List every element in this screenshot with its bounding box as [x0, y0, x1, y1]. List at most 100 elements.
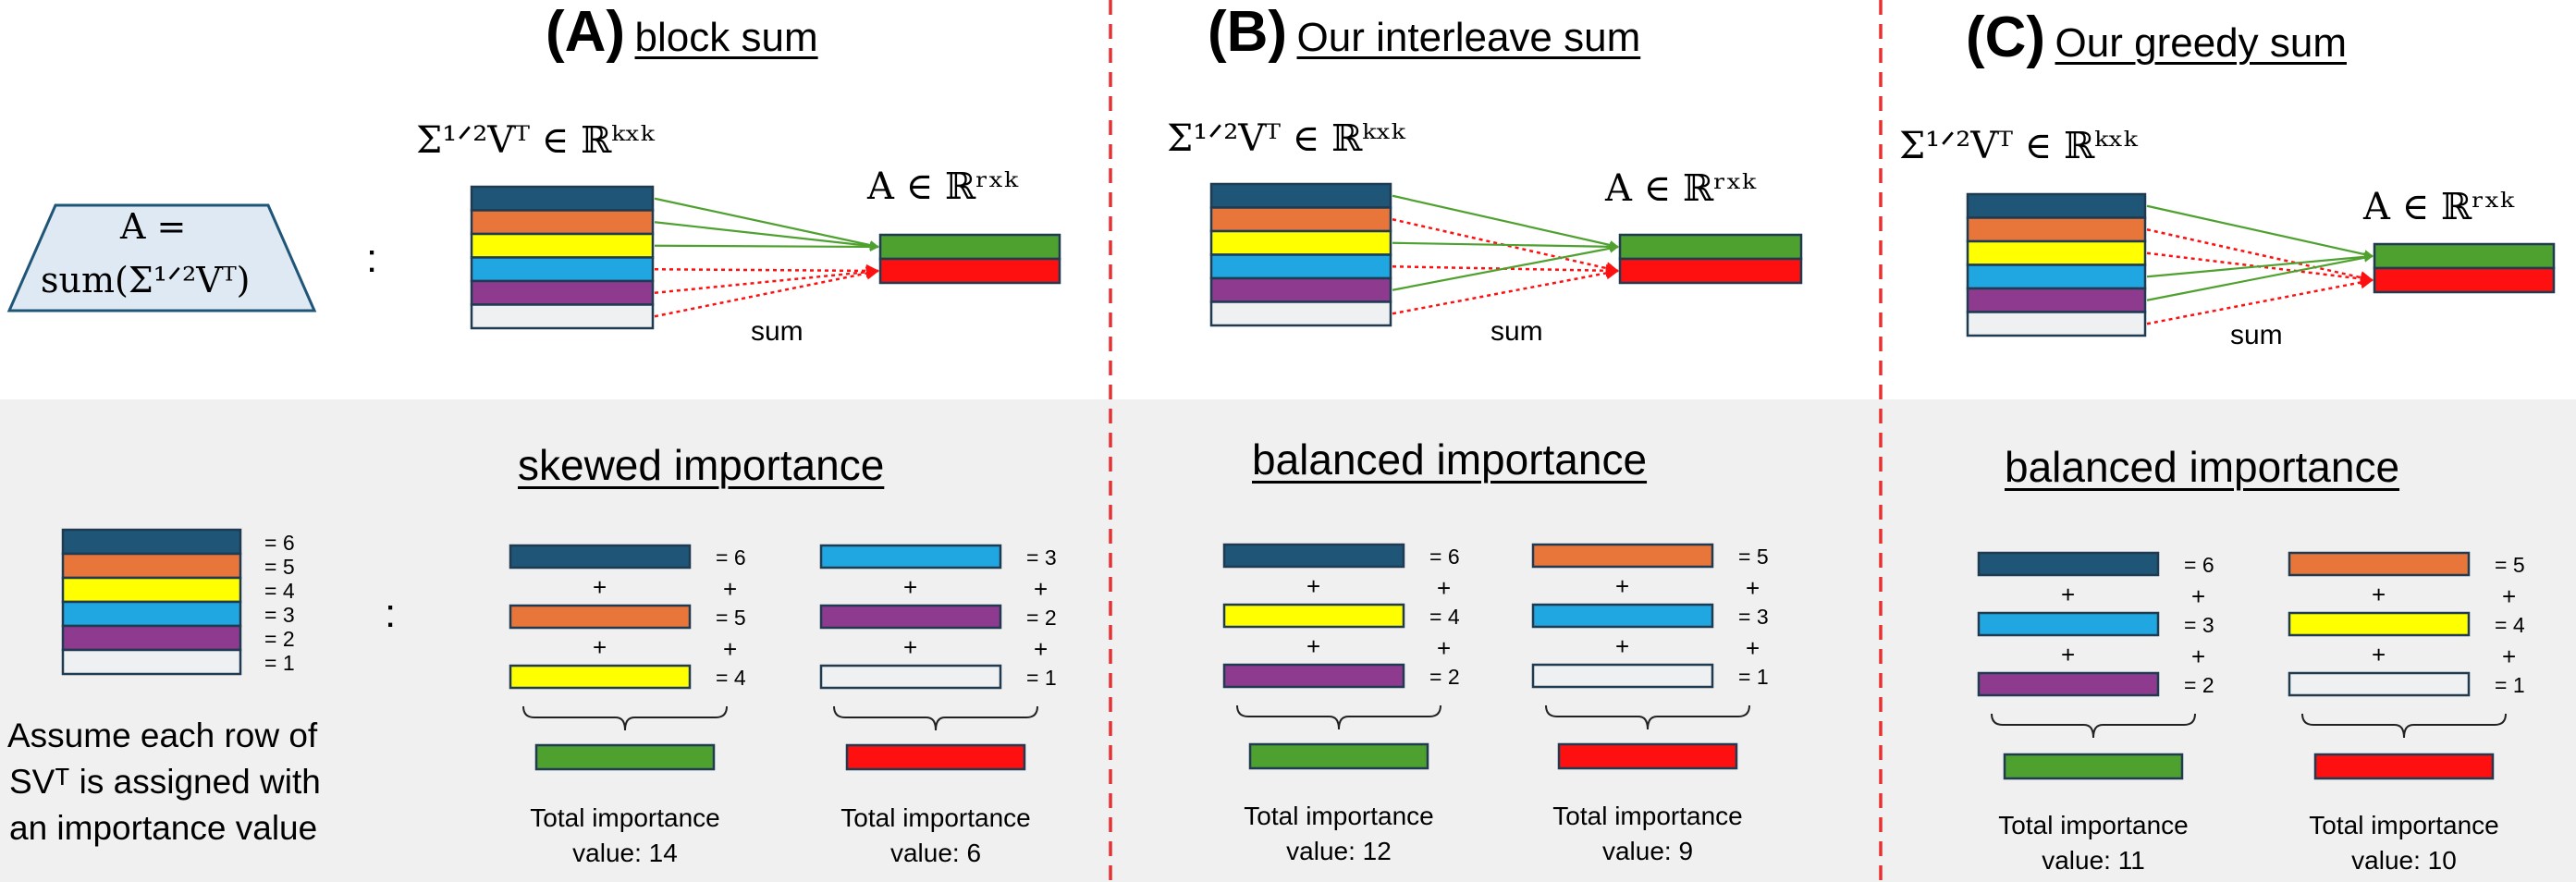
trapezoid-label-line2: sum(Σ¹ᐟ²Vᵀ)	[41, 260, 251, 300]
panel-b-group-2-total-value: value: 9	[1601, 837, 1694, 865]
panel-b-group-1-value-3: = 2	[1429, 665, 1460, 689]
panel-a-arrow-purple	[654, 265, 879, 294]
panel-a-group-2-row-white_row	[819, 664, 1002, 690]
panel-b-letter: (B)	[1208, 0, 1288, 64]
panel-b-arrow-navy	[1392, 194, 1619, 250]
panel-a-group-2-side-plus-1: +	[1034, 575, 1049, 603]
panel-b-group-2-plus-1: +	[1615, 572, 1630, 600]
panel-c-group-1-value-3: = 2	[2184, 673, 2214, 697]
panel-b-group-2-row-orange	[1531, 543, 1714, 569]
panel-a-group-2-value-2: = 2	[1026, 606, 1057, 630]
panel-a-matrix-row-yellow	[470, 232, 655, 259]
panel-a-group-1-brace	[522, 705, 728, 731]
panel-b-sum-label: sum	[1490, 316, 1543, 347]
panel-b-group-1-row-purple	[1222, 663, 1405, 689]
panel-b-arrow-purple	[1392, 243, 1619, 291]
panel-c-group-1-row-blue	[1977, 611, 2160, 637]
caption-line2: SVᵀ is assigned with	[9, 763, 321, 801]
panel-c-arrow-purple	[2146, 252, 2374, 301]
panel-b-name: Our interleave sum	[1296, 15, 1641, 60]
panel-a-group-2-plus-1: +	[903, 573, 918, 601]
caption-line3: an importance value	[9, 809, 318, 847]
panel-b-group-2-result-red	[1557, 742, 1738, 770]
panel-a-arrow-blue	[654, 263, 879, 277]
panel-c-matrix-row-purple	[1966, 287, 2147, 313]
panel-a-group-2-plus-2: +	[903, 633, 918, 661]
panel-b-group-1-row-navy	[1222, 543, 1405, 569]
panel-b-group-2-row-white_row	[1531, 663, 1714, 689]
legend-row-white_row	[61, 648, 242, 676]
panel-a-group-1-value-3: = 4	[716, 666, 746, 690]
panel-c-group-2-plus-1: +	[2372, 581, 2386, 608]
panel-c-matrix-label: Σ¹ᐟ²Vᵀ ∈ ℝᵏˣᵏ	[1899, 125, 2138, 167]
panel-b-group-1-side-plus-1: +	[1437, 574, 1452, 602]
panel-c-group-2-plus-2: +	[2372, 641, 2386, 668]
panel-c-output-row-red	[2373, 266, 2556, 294]
panel-c-matrix-row-orange	[1966, 216, 2147, 243]
legend-row-blue	[61, 600, 242, 628]
panel-c-group-1-side-plus-2: +	[2191, 643, 2206, 670]
panel-b-arrow-orange	[1392, 218, 1619, 275]
panel-a-group-2-value-1: = 3	[1026, 545, 1057, 570]
panel-a-group-2-row-purple	[819, 604, 1002, 630]
panel-b-output-row-green	[1618, 233, 1803, 261]
panel-c-group-2-row-orange	[2288, 551, 2471, 577]
panel-b-arrow-yellow	[1392, 241, 1619, 251]
panel-b-matrix-row-orange	[1209, 206, 1392, 233]
panel-c-name: Our greedy sum	[2055, 20, 2347, 66]
panel-a-output-row-green	[878, 233, 1061, 261]
panel-a-group-1-total-value: value: 14	[572, 839, 678, 867]
panel-a-group-2-result-red	[845, 743, 1026, 771]
panel-c-output-row-green	[2373, 242, 2556, 270]
panel-c-group-2-total-value: value: 10	[2351, 846, 2457, 875]
panel-b-group-2-side-plus-2: +	[1746, 634, 1760, 662]
panel-b-group-1-value-1: = 6	[1429, 545, 1460, 569]
panel-c-importance-title: balanced importance	[2005, 443, 2400, 491]
panel-a-group-1-side-plus-2: +	[723, 635, 738, 663]
panel-c-group-2-row-white_row	[2288, 671, 2471, 697]
panel-b-group-2-row-blue	[1531, 603, 1714, 629]
panel-c-group-1-row-purple	[1977, 671, 2160, 697]
legend-value-1: = 1	[264, 651, 295, 675]
panel-b-group-2-side-plus-1: +	[1746, 574, 1760, 602]
panel-a-group-1-result-green	[534, 743, 716, 771]
panel-b-matrix-row-navy	[1209, 182, 1392, 209]
panel-a-importance-title: skewed importance	[518, 441, 885, 489]
panel-c-arrow-blue	[2146, 251, 2374, 278]
panel-c-group-2-side-plus-2: +	[2502, 643, 2517, 670]
panel-a-arrow-yellow	[654, 241, 879, 251]
panel-b-output-label: A ∈ ℝʳˣᵏ	[1605, 167, 1756, 210]
panel-a-arrow-orange	[654, 221, 879, 251]
panel-b-group-2-value-2: = 3	[1738, 605, 1769, 629]
legend-row-navy	[61, 528, 242, 556]
panel-b-group-1-side-plus-2: +	[1437, 634, 1452, 662]
panel-b-group-2-plus-2: +	[1615, 632, 1630, 660]
panel-a-matrix-row-purple	[470, 279, 655, 306]
trapezoid-label-line1: A =	[120, 206, 187, 247]
panel-c-matrix-row-white_row	[1966, 311, 2147, 337]
panel-a-group-1-value-2: = 5	[716, 606, 746, 630]
panel-b-group-1-result-green	[1248, 742, 1429, 770]
top-colon: :	[366, 236, 378, 281]
panel-c-group-2-side-plus-1: +	[2502, 582, 2517, 610]
panel-a-matrix-row-blue	[470, 256, 655, 283]
panel-b-group-1-plus-1: +	[1306, 572, 1321, 600]
panel-a-group-2-brace	[833, 705, 1038, 731]
panel-c-matrix-row-blue	[1966, 263, 2147, 290]
panel-c-group-1-plus-1: +	[2061, 581, 2076, 608]
panel-b-group-2-value-3: = 1	[1738, 665, 1769, 689]
panel-b-group-1-plus-2: +	[1306, 632, 1321, 660]
panel-a-matrix-label: Σ¹ᐟ²Vᵀ ∈ ℝᵏˣᵏ	[416, 119, 655, 162]
panel-b-matrix-row-purple	[1209, 276, 1392, 303]
panel-b-matrix-row-blue	[1209, 253, 1392, 280]
panel-b-title: (B) Our interleave sum	[1208, 4, 1640, 61]
panel-c-arrow-white_row	[2146, 276, 2374, 325]
panel-a-group-2-row-blue	[819, 544, 1002, 570]
panel-c-group-1-value-1: = 6	[2184, 553, 2214, 577]
panel-a-group-2-value-3: = 1	[1026, 666, 1057, 690]
panel-b-group-2-total-label: Total importance	[1552, 802, 1743, 830]
panel-a-group-1-total-label: Total importance	[530, 803, 720, 832]
panel-a-matrix-row-white_row	[470, 303, 655, 330]
